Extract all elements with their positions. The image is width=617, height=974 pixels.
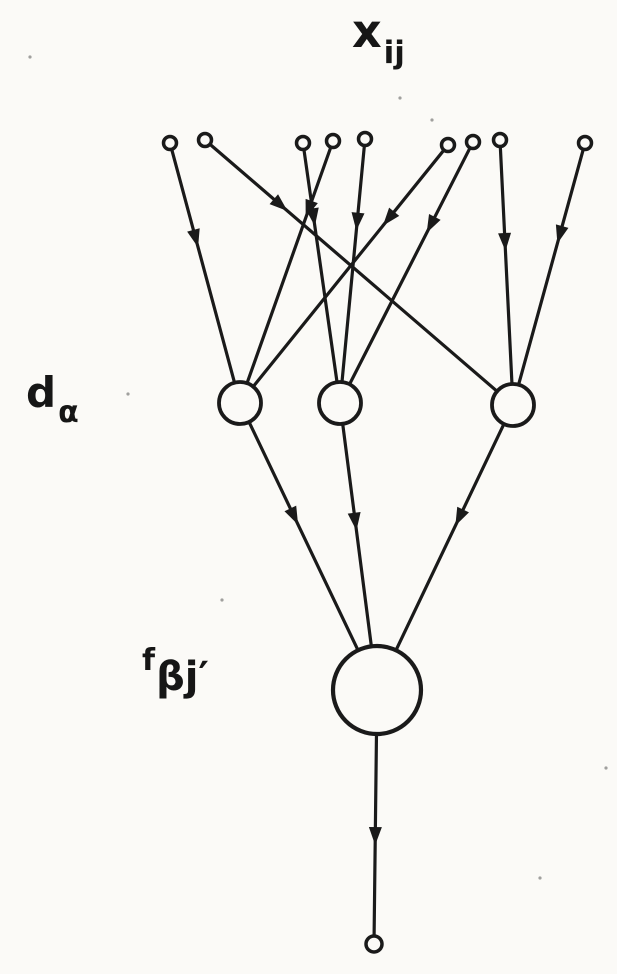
edge-input-hidden — [347, 146, 472, 386]
hidden-node — [490, 382, 536, 428]
label-d-main: d — [26, 368, 57, 417]
input-node — [324, 132, 342, 150]
hidden-node — [317, 380, 363, 426]
label-x-subscript: ij — [383, 35, 405, 71]
input-node — [491, 131, 509, 149]
arrowhead — [284, 505, 299, 525]
paper-speck — [220, 598, 224, 602]
edge-input-hidden — [498, 144, 514, 386]
edge-input-hidden — [516, 147, 585, 387]
input-node — [464, 133, 482, 151]
arrowhead — [382, 207, 400, 226]
paper-speck — [538, 876, 542, 880]
input-node — [439, 136, 457, 154]
edge-input-hidden — [245, 145, 333, 385]
arrowhead — [187, 228, 200, 248]
label-output-unit: fβj′ — [142, 643, 209, 698]
arrowhead — [455, 506, 469, 526]
label-input-layer: xij — [352, 4, 405, 69]
output-node — [330, 643, 424, 737]
hidden-node — [217, 380, 263, 426]
input-node — [161, 134, 179, 152]
paper-speck — [28, 55, 32, 59]
arrowhead — [269, 194, 288, 211]
input-node — [356, 130, 374, 148]
edge-hidden-output — [247, 420, 360, 652]
label-f-subscript: βj′ — [156, 654, 209, 700]
edge-hidden-output — [341, 422, 373, 648]
edge-hidden-output — [394, 422, 506, 652]
edge-input-hidden — [302, 147, 339, 384]
paper-speck — [398, 96, 402, 100]
arrowhead — [555, 224, 569, 244]
arrowhead — [347, 511, 361, 531]
input-node — [576, 134, 594, 152]
label-f-main: f — [142, 643, 156, 678]
label-x-main: x — [352, 4, 382, 58]
label-d-subscript: α — [58, 395, 79, 430]
label-hidden-layer: dα — [26, 368, 79, 428]
terminal-node — [364, 934, 384, 954]
paper-speck — [604, 766, 608, 770]
edge-input-hidden — [251, 148, 446, 389]
arrowhead — [368, 827, 382, 846]
paper-speck — [126, 392, 130, 396]
input-node — [294, 134, 312, 152]
arrowhead — [426, 213, 441, 233]
arrowhead — [498, 232, 512, 252]
arrowhead — [351, 212, 365, 231]
paper-speck — [430, 118, 434, 122]
edge-input-hidden — [170, 147, 237, 385]
input-node — [196, 131, 214, 149]
arrowhead — [305, 198, 318, 218]
